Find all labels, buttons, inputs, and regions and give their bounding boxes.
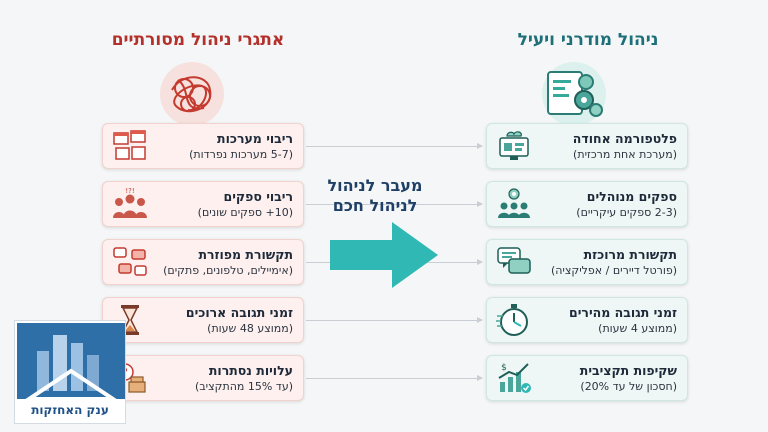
challenge-card-response-time: זמני תגובה ארוכים (ממוצע 48 שעות) bbox=[102, 297, 304, 343]
transition-label-line2: לניהול חכם bbox=[332, 196, 418, 215]
card-title: ריבוי מערכות bbox=[217, 130, 293, 146]
card-subtitle: (ממוצע 4 שעות) bbox=[598, 321, 677, 335]
growth-chart-icon: $ bbox=[498, 363, 531, 393]
card-title: זמני תגובה מהירים bbox=[569, 304, 677, 320]
card-subtitle: (פורטל דיירים / אפליקציה) bbox=[550, 263, 677, 277]
buildings-house-icon bbox=[17, 323, 125, 401]
challenge-card-communication: תקשורת מפוזרת (אימיילים, טלפונים, פתקים) bbox=[102, 239, 304, 285]
card-subtitle: (10+ ספקים שונים) bbox=[197, 205, 293, 219]
chat-bubbles-icon bbox=[497, 247, 531, 274]
left-column-title: אתגרי ניהול מסורתיים bbox=[111, 30, 285, 50]
card-title: תקשורת מרוכזת bbox=[583, 246, 677, 262]
solution-card-platform: פלטפורמה אחודה (מערכת אחת מרכזית) bbox=[486, 123, 688, 169]
connector-line bbox=[306, 375, 483, 381]
right-column-title: ניהול מודרני ויעיל bbox=[517, 30, 659, 50]
card-title: עלויות נסתרות bbox=[208, 362, 293, 378]
multiple-windows-icon bbox=[113, 130, 146, 160]
connector-line bbox=[306, 143, 483, 149]
card-subtitle: (עד 15% מהתקציב) bbox=[195, 379, 293, 393]
transition-label: מעבר לניהול לניהול חכם bbox=[316, 176, 434, 216]
challenge-card-hidden-costs: עלויות נסתרות (עד 15% מהתקציב) ? bbox=[102, 355, 304, 401]
stopwatch-icon bbox=[496, 304, 528, 336]
transition-label-line1: מעבר לניהול bbox=[327, 176, 423, 195]
gears-dashboard-icon bbox=[542, 62, 606, 126]
card-title: זמני תגובה ארוכים bbox=[185, 304, 293, 320]
solution-card-suppliers: ספקים מנוהלים (2-3 ספקים עיקריים) bbox=[486, 181, 688, 227]
svg-text:$: $ bbox=[501, 363, 507, 373]
card-subtitle: (5-7 מערכות נפרדות) bbox=[189, 147, 293, 161]
card-subtitle: (ממוצע 48 שעות) bbox=[207, 321, 293, 335]
transition-arrow-icon bbox=[330, 222, 438, 288]
svg-text:!?!: !?! bbox=[125, 187, 134, 195]
connector-line bbox=[306, 201, 483, 207]
card-title: שקיפות תקציבית bbox=[579, 362, 677, 378]
card-title: ספקים מנוהלים bbox=[586, 188, 677, 204]
card-title: ריבוי ספקים bbox=[223, 188, 293, 204]
card-title: פלטפורמה אחודה bbox=[572, 130, 677, 146]
challenge-card-suppliers: ריבוי ספקים (10+ ספקים שונים) !?! bbox=[102, 181, 304, 227]
solution-card-response-time: זמני תגובה מהירים (ממוצע 4 שעות) bbox=[486, 297, 688, 343]
card-subtitle: (2-3 ספקים עיקריים) bbox=[576, 205, 677, 219]
solution-card-budget: שקיפות תקציבית (חסכון של עד 20%) $ bbox=[486, 355, 688, 401]
tangled-gears-icon bbox=[160, 62, 224, 126]
hourglass-icon bbox=[121, 305, 139, 335]
logo-text: ענק האחזקות bbox=[31, 403, 109, 417]
card-subtitle: (אימיילים, טלפונים, פתקים) bbox=[163, 263, 293, 277]
card-subtitle: (מערכת אחת מרכזית) bbox=[573, 147, 677, 161]
card-title: תקשורת מפוזרת bbox=[198, 246, 293, 262]
scattered-messages-icon bbox=[113, 247, 147, 276]
challenge-card-systems: ריבוי מערכות (5-7 מערכות נפרדות) bbox=[102, 123, 304, 169]
solution-card-communication: תקשורת מרוכזת (פורטל דיירים / אפליקציה) bbox=[486, 239, 688, 285]
card-subtitle: (חסכון של עד 20%) bbox=[580, 379, 677, 393]
connector-line bbox=[306, 317, 483, 323]
team-gear-icon bbox=[498, 188, 530, 218]
crowd-icon: !?! bbox=[113, 187, 147, 218]
cloud-monitor-icon bbox=[499, 131, 529, 160]
company-logo: ענק האחזקות bbox=[14, 320, 126, 424]
